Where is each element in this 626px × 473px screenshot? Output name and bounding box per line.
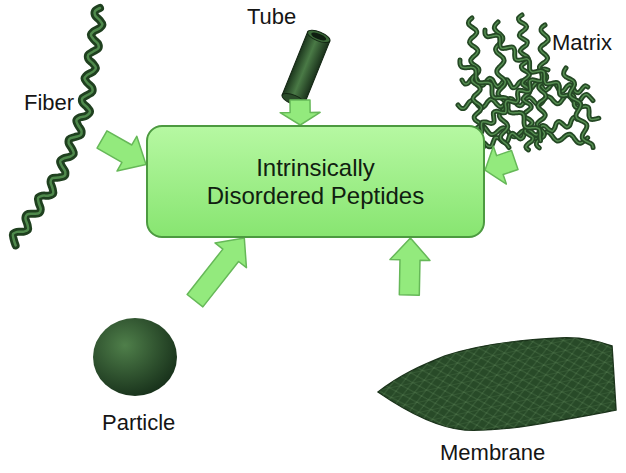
particle-label-node: Particle (95, 290, 195, 468)
block-arrow (187, 238, 246, 307)
central-box: Intrinsically Disordered Peptides (146, 125, 485, 238)
tube-label-node: Tube (240, 0, 340, 100)
figure-label: Membrane (440, 440, 626, 465)
figure-label: Tube (247, 4, 347, 29)
particle-illustration (93, 318, 177, 396)
block-arrow (280, 100, 320, 125)
block-arrow (485, 146, 518, 184)
fiber-label-node: Fiber (2, 2, 102, 252)
membrane-label-node: Membrane (375, 295, 620, 470)
fiber-illustration (13, 8, 103, 245)
figure-label: Matrix (552, 30, 626, 55)
tube-illustration (280, 28, 331, 108)
fiber-highlight (13, 8, 103, 245)
fiber-strand (13, 8, 103, 245)
matrix-strand-highlight (564, 68, 593, 148)
membrane-illustration (378, 338, 616, 430)
block-arrow (390, 238, 430, 295)
box-title: Intrinsically Disordered Peptides (197, 154, 435, 209)
matrix-strand (564, 68, 593, 148)
block-arrow (97, 131, 146, 171)
figure-label: Particle (102, 410, 202, 435)
figure-label: Fiber (24, 90, 124, 115)
